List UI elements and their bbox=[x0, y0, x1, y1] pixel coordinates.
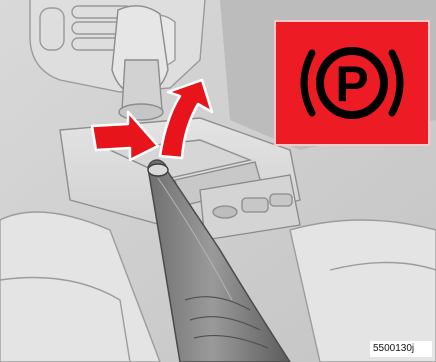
indicator-symbol: P bbox=[335, 56, 368, 112]
parking-brake-indicator: P bbox=[274, 20, 430, 146]
figure-reference-code: 5500130j bbox=[370, 341, 432, 357]
parking-brake-warning-icon: P bbox=[276, 22, 428, 144]
release-button bbox=[148, 164, 168, 176]
